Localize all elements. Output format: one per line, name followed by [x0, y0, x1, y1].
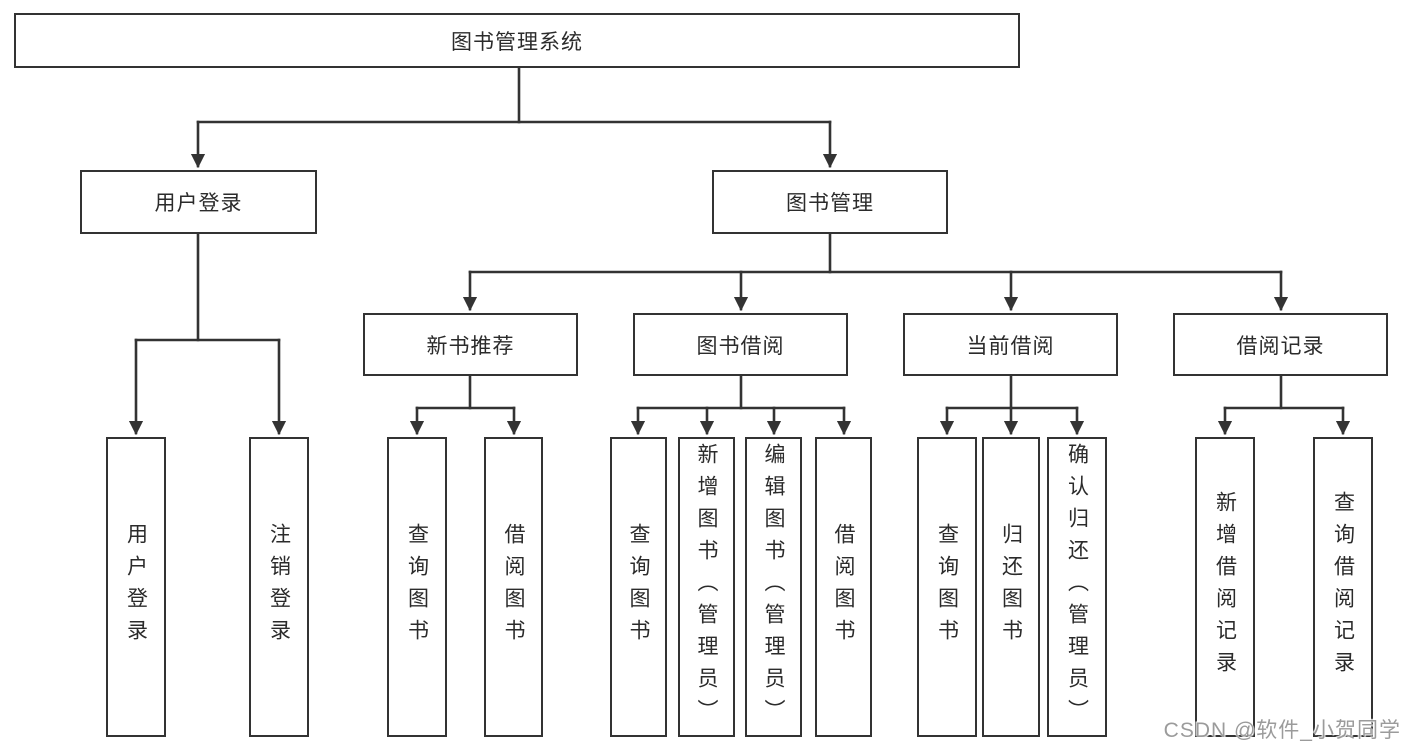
node-borrow-records-label: 借阅记录	[1236, 334, 1325, 358]
node-root: 图书管理系统	[14, 13, 1020, 68]
connector-group	[128, 66, 1351, 436]
leaf-query-borrow-record: 查询借阅记录	[1313, 437, 1373, 737]
node-new-book-recommend: 新书推荐	[363, 313, 578, 376]
leaf-newrec-borrow-books-label: 借阅图书	[502, 523, 525, 651]
node-new-book-recommend-label: 新书推荐	[426, 334, 515, 358]
leaf-newrec-borrow-books: 借阅图书	[484, 437, 543, 737]
node-book-management-label: 图书管理	[786, 192, 874, 215]
leaf-borrow-query-books-label: 查询图书	[627, 523, 650, 651]
leaf-edit-books-admin: 编辑图书（管理员）	[745, 437, 802, 737]
leaf-logout: 注销登录	[249, 437, 309, 737]
leaf-newrec-query-books-label: 查询图书	[405, 523, 429, 651]
leaf-query-borrow-record-label: 查询借阅记录	[1331, 491, 1355, 683]
leaf-add-borrow-record: 新增借阅记录	[1195, 437, 1255, 737]
leaf-add-books-admin: 新增图书（管理员）	[678, 437, 735, 737]
node-root-label: 图书管理系统	[451, 30, 583, 54]
leaf-user-login: 用户登录	[106, 437, 166, 737]
leaf-return-books: 归还图书	[982, 437, 1040, 737]
node-borrow-records: 借阅记录	[1173, 313, 1388, 376]
node-current-borrow-label: 当前借阅	[966, 334, 1055, 358]
leaf-add-books-admin-label: 新增图书（管理员）	[695, 443, 718, 731]
leaf-newrec-query-books: 查询图书	[387, 437, 447, 737]
leaf-confirm-return-admin: 确认归还（管理员）	[1047, 437, 1107, 737]
node-current-borrow: 当前借阅	[903, 313, 1118, 376]
leaf-confirm-return-admin-label: 确认归还（管理员）	[1065, 443, 1089, 731]
leaf-borrow-books-label: 借阅图书	[832, 523, 855, 651]
leaf-current-query-books: 查询图书	[917, 437, 977, 737]
leaf-borrow-books: 借阅图书	[815, 437, 872, 737]
node-book-management: 图书管理	[712, 170, 948, 234]
leaf-logout-label: 注销登录	[267, 523, 291, 651]
node-user-login: 用户登录	[80, 170, 317, 234]
leaf-user-login-label: 用户登录	[124, 523, 148, 651]
leaf-current-query-books-label: 查询图书	[935, 523, 959, 651]
node-user-login-label: 用户登录	[154, 192, 243, 215]
leaf-return-books-label: 归还图书	[999, 523, 1023, 651]
leaf-borrow-query-books: 查询图书	[610, 437, 667, 737]
watermark-text: CSDN @软件_小贺同学	[1163, 719, 1401, 742]
leaf-edit-books-admin-label: 编辑图书（管理员）	[762, 443, 785, 731]
node-book-borrow-label: 图书借阅	[696, 334, 785, 358]
leaf-add-borrow-record-label: 新增借阅记录	[1213, 491, 1237, 683]
node-book-borrow: 图书借阅	[633, 313, 848, 376]
